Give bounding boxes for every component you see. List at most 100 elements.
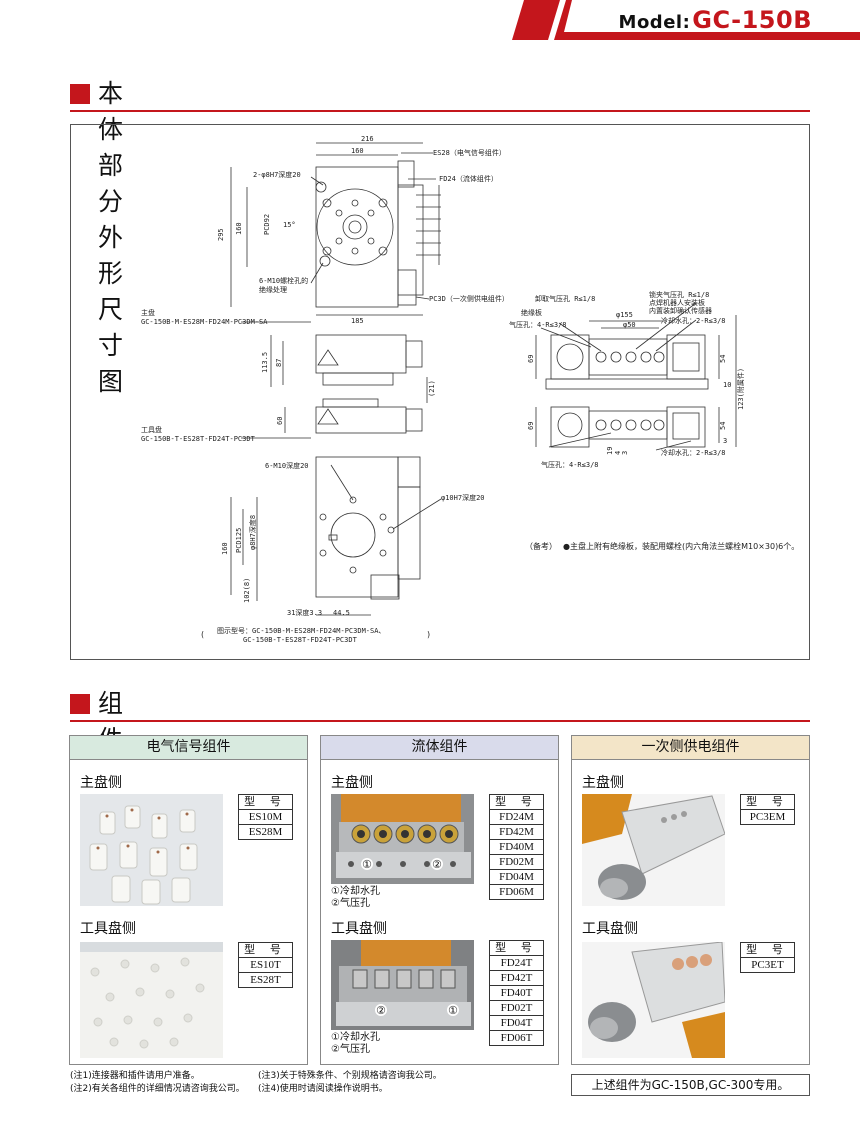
section-title: 本体部分外形尺寸图 (98, 79, 125, 396)
dim-113-5: 113.5 (261, 352, 269, 373)
dim-19: 19 (606, 447, 614, 455)
table-cell: FD24M (489, 809, 544, 825)
panel-title: 一次侧供电组件 (572, 736, 809, 760)
label-insulation: 绝缘板 (521, 308, 542, 317)
figure-model-a: 图示型号：GC-150B-M-ES28M-FD24M-PC3DM-SA、 (217, 626, 385, 635)
label-coolant-top: 冷却水孔：2-R≤3/8 (661, 316, 726, 325)
fd-master-photo: ① ② (331, 794, 474, 884)
es-tool-photo (80, 942, 223, 1058)
dim-160b: 160 (221, 542, 229, 555)
dim-54b: 54 (719, 422, 727, 430)
fd-tool-model-table: 型 号 FD24T FD42T FD40T FD02T FD04T FD06T (489, 940, 544, 1046)
dim-15deg: 15° (283, 221, 296, 229)
model-number: GC-150B (692, 6, 812, 34)
dim-31: 31深度3.3 (287, 608, 322, 617)
table-cell: ES28M (238, 824, 293, 840)
dim-60: 60 (276, 417, 284, 425)
label-unlock-port: 卸取气压孔 R≤1/8 (535, 294, 595, 303)
table-cell: FD06M (489, 884, 544, 900)
marker-2: ② (432, 858, 442, 871)
dim-216: 216 (361, 135, 374, 143)
panel-fluid: 流体组件 主盘侧 ① ② ①冷却水孔 ②气压孔 型 号 FD24M FD42M … (320, 735, 559, 1065)
table-cell: FD02T (489, 1000, 544, 1016)
marker-1: ① (362, 858, 372, 871)
section-rule (70, 720, 810, 722)
model-title: Model:GC-150B (619, 6, 812, 34)
table-cell: FD04T (489, 1015, 544, 1031)
table-cell: FD40T (489, 985, 544, 1001)
tool-side-label: 工具盘侧 (80, 921, 136, 937)
master-side-label: 主盘侧 (582, 775, 624, 791)
dim-10: 10 (723, 381, 731, 389)
pc-tool-photo (582, 942, 725, 1058)
section-marker (70, 84, 90, 104)
panel-power: 一次侧供电组件 主盘侧 型 号 PC3EM 工具盘侧 型 号 PC3ET (571, 735, 810, 1065)
dim-155: φ155 (616, 311, 633, 319)
label-m10-a: 6-M10螺栓孔的 (259, 276, 308, 285)
label-fd24: FD24（流体组件） (439, 174, 498, 183)
table-cell: FD24T (489, 955, 544, 971)
label-m10-b: 绝缘处理 (259, 285, 287, 294)
panel-title: 电气信号组件 (70, 736, 307, 760)
dim-160: 160 (351, 147, 364, 155)
master-side-label: 主盘侧 (80, 775, 122, 791)
label-h10: φ10H7深度20 (441, 493, 485, 502)
table-cell: FD42M (489, 824, 544, 840)
label-m10-deep: 6-M10深度20 (265, 461, 309, 470)
dimension-drawing: 216 160 185 295 160 PCD92 15° 113.5 87 (… (141, 135, 799, 644)
es-master-photo (80, 794, 223, 906)
pc-master-model-table: 型 号 PC3EM (740, 794, 795, 825)
tool-side-label: 工具盘侧 (331, 921, 387, 937)
pc-master-photo (582, 794, 725, 906)
footnotes-left: (注1)连接器和插件请用户准备。 (注2)有关各组件的详细情况请咨询我公司。 (70, 1070, 245, 1096)
marker-1: ① (448, 1004, 458, 1017)
table-header: 型 号 (489, 940, 544, 956)
remark-label: （备考） (525, 541, 557, 551)
table-header: 型 号 (740, 942, 795, 958)
svg-text:(: ( (201, 630, 204, 639)
label-lock-port: 锁夹气压孔 R≤1/8 (649, 290, 709, 299)
label-sensor-a: 点焊机器人安装板 (649, 298, 705, 307)
table-header: 型 号 (740, 794, 795, 810)
dim-3: 3 (723, 437, 727, 445)
dim-87: 87 (275, 359, 283, 367)
dim-102: 102(8) (243, 578, 251, 603)
label-h8: φ8H7深度8 (248, 515, 257, 550)
dim-185: 185 (351, 317, 364, 325)
dim-160v: 160 (235, 222, 243, 235)
label-es28: ES28（电气信号组件） (433, 148, 506, 157)
fd-tool-photo: ② ① (331, 940, 474, 1030)
caption-coolant: ①冷却水孔 (331, 886, 380, 897)
table-header: 型 号 (489, 794, 544, 810)
dim-44-5: 44.5 (333, 609, 350, 617)
table-cell: FD02M (489, 854, 544, 870)
table-cell: PC3EM (740, 809, 795, 825)
table-cell: ES10M (238, 809, 293, 825)
caption-air: ②气压孔 (331, 898, 370, 909)
dim-pcd92: PCD92 (263, 214, 271, 235)
table-cell: FD42T (489, 970, 544, 986)
label-air-bottom: 气压孔：4-R≤3/8 (541, 460, 599, 469)
master-side-label: 主盘侧 (331, 775, 373, 791)
model-label: Model: (618, 12, 691, 33)
dim-54: 54 (719, 355, 727, 363)
fd-master-model-table: 型 号 FD24M FD42M FD40M FD02M FD04M FD06M (489, 794, 544, 900)
label-sensor-b: 内置装卸确认传感器 (649, 306, 712, 315)
table-cell: FD04M (489, 869, 544, 885)
label-tool-model: GC-150B-T-ES28T-FD24T-PC3DT (141, 435, 256, 443)
table-cell: PC3ET (740, 957, 795, 973)
label-air-top: 气压孔：4-R≤3/8 (509, 320, 567, 329)
panel-title: 流体组件 (321, 736, 558, 760)
section-marker (70, 694, 90, 714)
es-master-model-table: 型 号 ES10M ES28M (238, 794, 293, 840)
footnotes-right: (注3)关于特殊条件、个别规格请咨询我公司。 (注4)使用时请阅读操作说明书。 (258, 1070, 442, 1096)
label-coolant-bottom: 冷却水孔：2-R≤3/8 (661, 448, 726, 457)
dim-21: (21) (428, 380, 436, 397)
dim-295: 295 (217, 228, 225, 241)
svg-text:): ) (427, 630, 430, 639)
panel-electrical: 电气信号组件 主盘侧 型 号 ES10M ES28M 工具盘侧 (69, 735, 308, 1065)
es-tool-model-table: 型 号 ES10T ES28T (238, 942, 293, 988)
label-pc3d: PC3D（一次侧供电组件） (429, 294, 509, 303)
label-2-h8: 2-φ8H7深度20 (253, 170, 301, 179)
section-rule (70, 110, 810, 112)
